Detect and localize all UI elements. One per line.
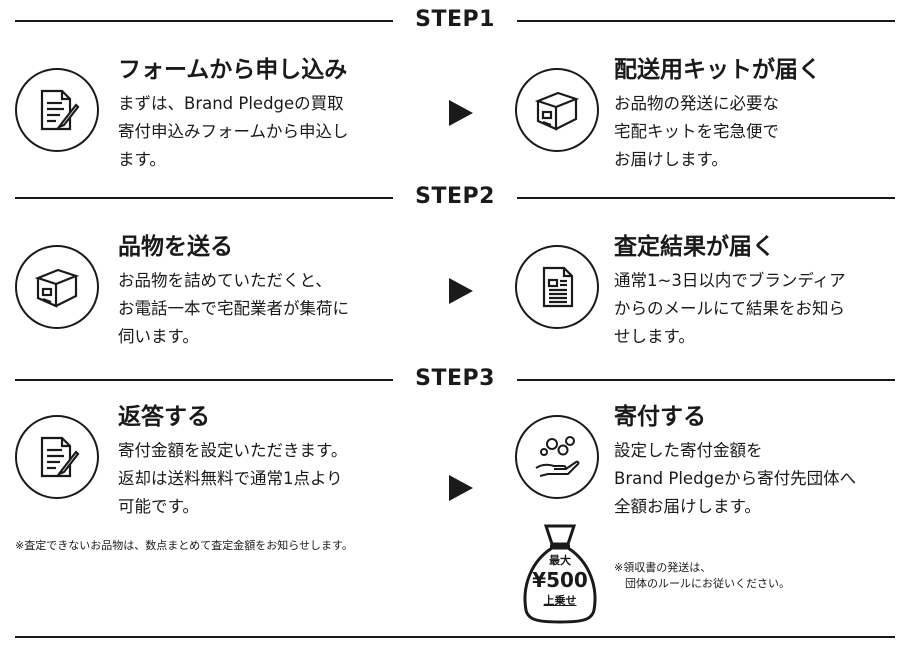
step-description: お品物の発送に必要な 宅配キットを宅急便で お届けします。	[614, 94, 779, 169]
step-description: まずは、Brand Pledgeの買取 寄付申込みフォームから申込し ます。	[118, 94, 349, 169]
form-document-icon	[15, 68, 99, 152]
box-icon	[515, 68, 599, 152]
step-description: 寄付金額を設定いただきます。 返却は送料無料で通常1点より 可能です。	[118, 441, 348, 516]
next-arrow-icon	[449, 100, 473, 126]
step-title: 寄付する	[614, 404, 706, 430]
step2-header: STEP2	[15, 182, 895, 212]
step-description: 通常1~3日以内でブランディア からのメールにて結果をお知ら せします。	[614, 271, 846, 346]
step-title: 配送用キットが届く	[614, 57, 821, 83]
next-arrow-icon	[449, 278, 473, 304]
divider-line	[517, 20, 895, 22]
money-bag-amount: ¥500	[532, 568, 588, 592]
step-title: フォームから申し込み	[118, 57, 348, 83]
step1-header: STEP1	[15, 5, 895, 35]
divider-line	[517, 379, 895, 381]
report-document-icon	[515, 245, 599, 329]
step-description: お品物を詰めていただくと、 お電話一本で宅配業者が集荷に 伺います。	[118, 271, 349, 346]
step3-header: STEP3	[15, 364, 895, 394]
step-label: STEP1	[415, 7, 495, 32]
next-arrow-icon	[449, 475, 473, 501]
bottom-divider-line	[15, 636, 895, 638]
step-title: 返答する	[118, 404, 210, 430]
step-label: STEP3	[415, 366, 495, 391]
divider-line	[15, 379, 393, 381]
coins-hand-icon	[515, 415, 599, 499]
divider-line	[15, 20, 393, 22]
divider-line	[517, 197, 895, 199]
form-document-icon	[15, 415, 99, 499]
footnote: ※領収書の発送は、 団体のルールにお従いください。	[614, 561, 790, 590]
box-icon	[15, 245, 99, 329]
step-description: 設定した寄付金額を Brand Pledgeから寄付先団体へ 全額お届けします。	[614, 441, 857, 516]
money-bag-bottom-text: 上乗せ	[543, 594, 577, 607]
divider-line	[15, 197, 393, 199]
step-title: 品物を送る	[118, 234, 233, 260]
money-bag-icon	[523, 524, 597, 624]
step-label: STEP2	[415, 184, 495, 209]
money-bag-top-text: 最大	[549, 554, 571, 567]
footnote: ※査定できないお品物は、数点まとめて査定金額をお知らせします。	[15, 539, 353, 552]
money-bag-badge: 最大 ¥500 上乗せ	[518, 522, 602, 626]
step-title: 査定結果が届く	[614, 234, 775, 260]
